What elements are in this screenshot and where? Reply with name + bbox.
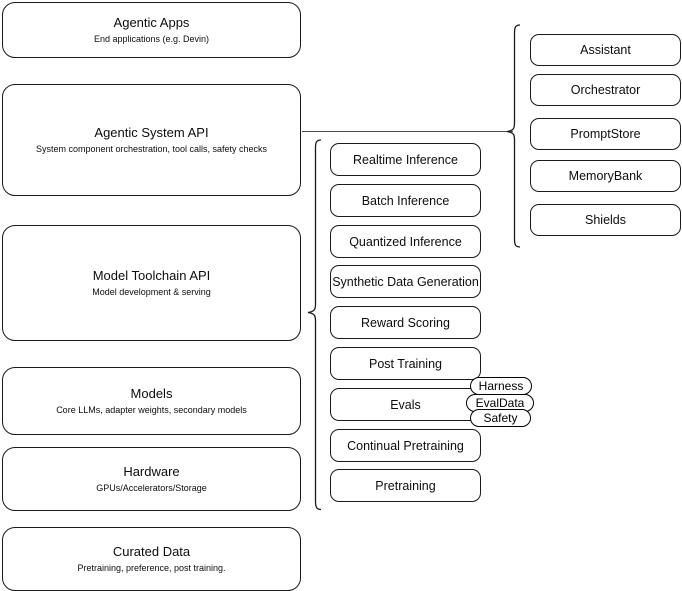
layer-title: Model Toolchain API (92, 268, 211, 283)
layer-subtitle: Model development & serving (92, 287, 211, 297)
layer-subtitle: System component orchestration, tool cal… (35, 144, 268, 154)
component-quantized-inference[interactable]: Quantized Inference (330, 225, 481, 258)
chip-label: Realtime Inference (353, 152, 458, 167)
component-assistant[interactable]: Assistant (530, 34, 681, 66)
component-batch-inference[interactable]: Batch Inference (330, 184, 481, 217)
layer-subtitle: Core LLMs, adapter weights, secondary mo… (56, 405, 247, 415)
layer-title: Agentic System API (94, 125, 209, 140)
layer-curated-data[interactable]: Curated Data Pretraining, preference, po… (2, 527, 301, 591)
component-realtime-inference[interactable]: Realtime Inference (330, 143, 481, 176)
chip-label: Batch Inference (361, 193, 450, 208)
chip-label: Evals (390, 397, 421, 412)
chip-label: Post Training (369, 356, 442, 371)
chip-label: Synthetic Data Generation (332, 274, 479, 289)
badge-label: EvalData (475, 396, 525, 410)
layer-subtitle: End applications (e.g. Devin) (93, 34, 210, 44)
component-shields[interactable]: Shields (530, 204, 681, 236)
component-pretraining[interactable]: Pretraining (330, 469, 481, 502)
brace-model-toolchain-components (307, 139, 322, 511)
layer-agentic-system-api[interactable]: Agentic System API System component orch… (2, 84, 301, 196)
chip-label: Quantized Inference (349, 234, 462, 249)
chip-label: Assistant (580, 43, 631, 57)
layer-title: Curated Data (112, 544, 191, 559)
brace-agentic-system-components (506, 24, 521, 248)
component-synthetic-data-generation[interactable]: Synthetic Data Generation (330, 265, 481, 298)
chip-label: Continual Pretraining (347, 438, 464, 453)
component-evals[interactable]: Evals (330, 388, 481, 421)
component-post-training[interactable]: Post Training (330, 347, 481, 380)
layer-agentic-apps[interactable]: Agentic Apps End applications (e.g. Devi… (2, 2, 301, 58)
badge-label: Harness (478, 379, 524, 393)
layer-model-toolchain-api[interactable]: Model Toolchain API Model development & … (2, 225, 301, 341)
chip-label: Orchestrator (570, 83, 641, 97)
layer-subtitle: GPUs/Accelerators/Storage (96, 483, 207, 493)
component-reward-scoring[interactable]: Reward Scoring (330, 306, 481, 339)
badge-harness[interactable]: Harness (470, 377, 532, 395)
layer-title: Hardware (123, 464, 180, 479)
layer-hardware[interactable]: Hardware GPUs/Accelerators/Storage (2, 447, 301, 511)
layer-title: Models (130, 386, 173, 401)
badge-safety[interactable]: Safety (470, 409, 531, 427)
component-promptstore[interactable]: PromptStore (530, 118, 681, 150)
badge-label: Safety (483, 411, 518, 425)
chip-label: MemoryBank (568, 169, 643, 183)
connector-agentic-system-api (302, 131, 513, 133)
component-memorybank[interactable]: MemoryBank (530, 160, 681, 192)
component-continual-pretraining[interactable]: Continual Pretraining (330, 429, 481, 462)
component-orchestrator[interactable]: Orchestrator (530, 74, 681, 106)
chip-label: Reward Scoring (361, 315, 450, 330)
layer-subtitle: Pretraining, preference, post training. (77, 563, 226, 573)
layer-models[interactable]: Models Core LLMs, adapter weights, secon… (2, 367, 301, 435)
chip-label: Shields (585, 213, 626, 227)
layer-title: Agentic Apps (113, 15, 190, 30)
chip-label: Pretraining (375, 478, 436, 493)
chip-label: PromptStore (570, 127, 641, 141)
